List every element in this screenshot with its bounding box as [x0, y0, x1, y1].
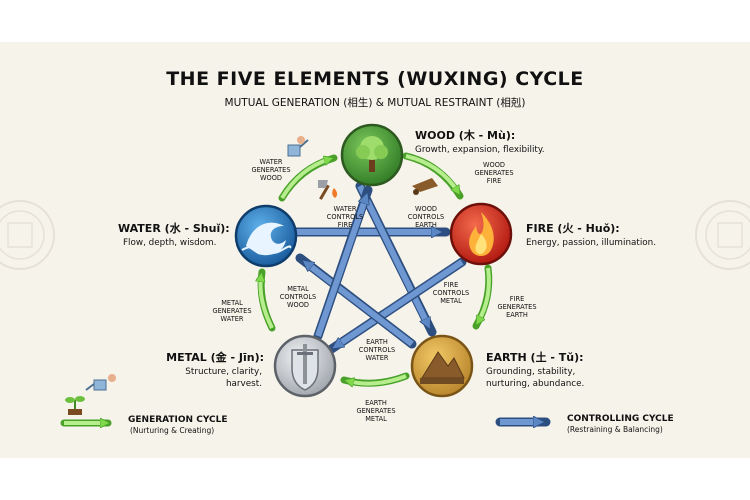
arrow-metal-controls-wood [315, 197, 366, 337]
tree-icon [356, 136, 388, 172]
svg-text:EARTH: EARTH [506, 311, 528, 319]
svg-text:METAL: METAL [365, 415, 387, 423]
wood-name: WOOD (木 - Mù): [415, 128, 515, 142]
svg-text:GENERATES: GENERATES [251, 166, 290, 174]
svg-text:GENERATES: GENERATES [212, 307, 251, 315]
arrow-earth-controls-water [306, 263, 414, 347]
label-fire-generates-earth: FIRE GENERATES EARTH [497, 295, 536, 319]
earth-element [410, 334, 474, 398]
svg-text:WATER: WATER [334, 205, 357, 213]
svg-text:CONTROLS: CONTROLS [433, 289, 469, 297]
controlling-cycle-arrows [291, 181, 467, 355]
label-wood-generates-fire: WOOD GENERATES FIRE [474, 161, 513, 185]
svg-text:METAL: METAL [221, 299, 243, 307]
earth-name: EARTH (土 - Tǔ): [486, 350, 584, 364]
legend-controlling-title: CONTROLLING CYCLE [567, 414, 674, 424]
earth-desc-line1: Grounding, stability, [486, 367, 575, 377]
svg-text:METAL: METAL [287, 285, 309, 293]
watering-can-icon [287, 136, 309, 157]
svg-text:CONTROLS: CONTROLS [280, 293, 316, 301]
svg-text:WATER: WATER [366, 354, 389, 362]
arrow-water-generates-wood [280, 159, 330, 200]
label-earth-generates-metal: EARTH GENERATES METAL [356, 399, 395, 423]
label-metal-generates-water: METAL GENERATES WATER [212, 299, 251, 323]
plow-icon [412, 178, 438, 195]
water-name: WATER (水 - Shuǐ): [118, 221, 230, 235]
earth-desc-line2: nurturing, abundance. [486, 379, 584, 389]
wood-element [340, 123, 404, 187]
svg-text:EARTH: EARTH [365, 399, 387, 407]
metal-desc-line1: Structure, clarity, [185, 367, 262, 377]
svg-text:FIRE: FIRE [444, 281, 459, 289]
sprout-icon [65, 396, 85, 415]
decorative-medallion-right [695, 200, 750, 270]
svg-text:GENERATES: GENERATES [497, 303, 536, 311]
legend-generation-sub: (Nurturing & Creating) [130, 426, 214, 435]
metal-element [273, 334, 337, 398]
axe-icon [318, 180, 338, 200]
svg-text:WOOD: WOOD [483, 161, 505, 169]
earth-text: EARTH (土 - Tǔ): Grounding, stability, nu… [486, 350, 584, 389]
label-water-generates-wood: WATER GENERATES WOOD [251, 158, 290, 182]
svg-text:METAL: METAL [440, 297, 462, 305]
metal-desc-line2: harvest. [226, 379, 262, 389]
fire-element [449, 202, 513, 266]
mountain-icon [420, 351, 465, 384]
wood-text: WOOD (木 - Mù): Growth, expansion, flexib… [415, 128, 545, 155]
flame-icon [469, 212, 494, 256]
arrow-metal-generates-water [260, 276, 274, 329]
legend-controlling-sub: (Restraining & Balancing) [567, 425, 663, 434]
svg-text:GENERATES: GENERATES [474, 169, 513, 177]
label-wood-controls-earth: WOOD CONTROLS EARTH [408, 205, 444, 229]
label-earth-controls-water: EARTH CONTROLS WATER [359, 338, 395, 362]
wave-icon [241, 222, 292, 256]
wood-desc: Growth, expansion, flexibility. [415, 145, 545, 155]
decorative-medallion-left [0, 200, 55, 270]
svg-text:FIRE: FIRE [487, 177, 502, 185]
svg-text:WATER: WATER [221, 315, 244, 323]
svg-text:EARTH: EARTH [366, 338, 388, 346]
svg-text:GENERATES: GENERATES [356, 407, 395, 415]
svg-text:WOOD: WOOD [415, 205, 437, 213]
svg-text:FIRE: FIRE [338, 221, 353, 229]
svg-text:CONTROLS: CONTROLS [408, 213, 444, 221]
fire-name: FIRE (火 - Huǒ): [526, 222, 620, 235]
sword-icon [291, 344, 319, 391]
label-water-controls-fire: WATER CONTROLS FIRE [327, 205, 363, 229]
svg-text:WATER: WATER [260, 158, 283, 166]
svg-text:CONTROLS: CONTROLS [327, 213, 363, 221]
legend-controlling: CONTROLLING CYCLE (Restraining & Balanci… [495, 414, 674, 434]
diagram-background [0, 42, 750, 458]
arrow-earth-generates-metal [348, 374, 407, 384]
water-desc: Flow, depth, wisdom. [123, 238, 216, 248]
fire-text: FIRE (火 - Huǒ): Energy, passion, illumin… [526, 222, 656, 248]
arrow-wood-generates-fire [405, 154, 458, 192]
water-element [234, 204, 298, 268]
generation-cycle-arrows [260, 152, 493, 384]
svg-text:EARTH: EARTH [415, 221, 437, 229]
page-title: THE FIVE ELEMENTS (WUXING) CYCLE [166, 68, 584, 90]
fire-desc: Energy, passion, illumination. [526, 238, 656, 248]
page-subtitle: MUTUAL GENERATION (相生) & MUTUAL RESTRAIN… [225, 96, 526, 109]
watering-can-icon-small [85, 374, 116, 391]
metal-text: METAL (金 - Jīn): Structure, clarity, har… [166, 350, 264, 389]
arrow-fire-controls-metal [336, 259, 464, 346]
label-metal-controls-wood: METAL CONTROLS WOOD [280, 285, 316, 309]
svg-text:FIRE: FIRE [510, 295, 525, 303]
svg-text:CONTROLS: CONTROLS [359, 346, 395, 354]
legend-generation: GENERATION CYCLE (Nurturing & Creating) [60, 415, 228, 435]
svg-text:WOOD: WOOD [287, 301, 309, 309]
legend-generation-title: GENERATION CYCLE [128, 415, 228, 425]
arrow-wood-controls-earth [357, 184, 428, 325]
label-fire-controls-metal: FIRE CONTROLS METAL [433, 281, 469, 305]
svg-text:WOOD: WOOD [260, 174, 282, 182]
arrow-fire-generates-earth [478, 267, 491, 322]
metal-name: METAL (金 - Jīn): [166, 350, 264, 364]
water-text: WATER (水 - Shuǐ): Flow, depth, wisdom. [118, 221, 230, 248]
